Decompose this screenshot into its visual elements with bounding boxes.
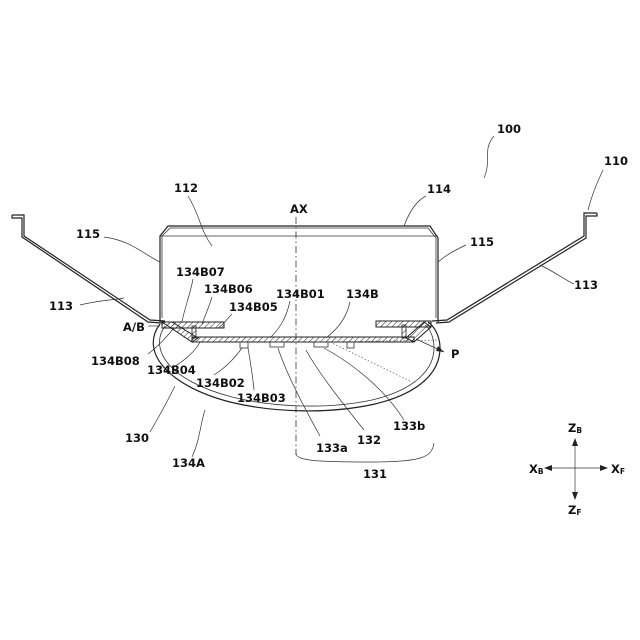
label-133a: 133a <box>316 441 348 455</box>
label-134b06: 134B06 <box>204 282 253 296</box>
label-134b: 134B <box>346 287 379 301</box>
label-134b07: 134B07 <box>176 265 225 279</box>
label-p: P <box>451 347 459 361</box>
label-115-right: 115 <box>470 235 494 249</box>
label-130: 130 <box>125 431 149 445</box>
label-ab: A/B <box>123 320 145 334</box>
label-113-left: 113 <box>49 299 73 313</box>
label-134b08: 134B08 <box>91 354 140 368</box>
label-ax: AX <box>290 202 308 216</box>
label-134a: 134A <box>172 456 205 470</box>
label-134b05: 134B05 <box>229 300 278 314</box>
label-114: 114 <box>427 182 451 196</box>
axis-x-left: XB <box>529 462 544 476</box>
label-134b01: 134B01 <box>276 287 325 301</box>
leader-lines <box>80 136 603 462</box>
label-112: 112 <box>174 181 198 195</box>
label-110: 110 <box>604 154 628 168</box>
reference-labels: 100 110 112 114 AX 115 115 113 113 134B0… <box>49 122 628 481</box>
label-133b: 133b <box>393 419 425 433</box>
label-132: 132 <box>357 433 381 447</box>
label-134b03: 134B03 <box>237 391 286 405</box>
bracket <box>162 321 431 342</box>
axis-z-down: ZF <box>568 503 581 517</box>
coordinate-axes: ZB XB XF ZF <box>529 421 625 517</box>
label-134b02: 134B02 <box>196 376 245 390</box>
label-134b04: 134B04 <box>147 363 196 377</box>
label-131: 131 <box>363 467 387 481</box>
label-115-left: 115 <box>76 227 100 241</box>
axis-z-up: ZB <box>568 421 582 435</box>
label-113-right: 113 <box>574 278 598 292</box>
label-100: 100 <box>497 122 521 136</box>
axis-x-right: XF <box>611 462 625 476</box>
